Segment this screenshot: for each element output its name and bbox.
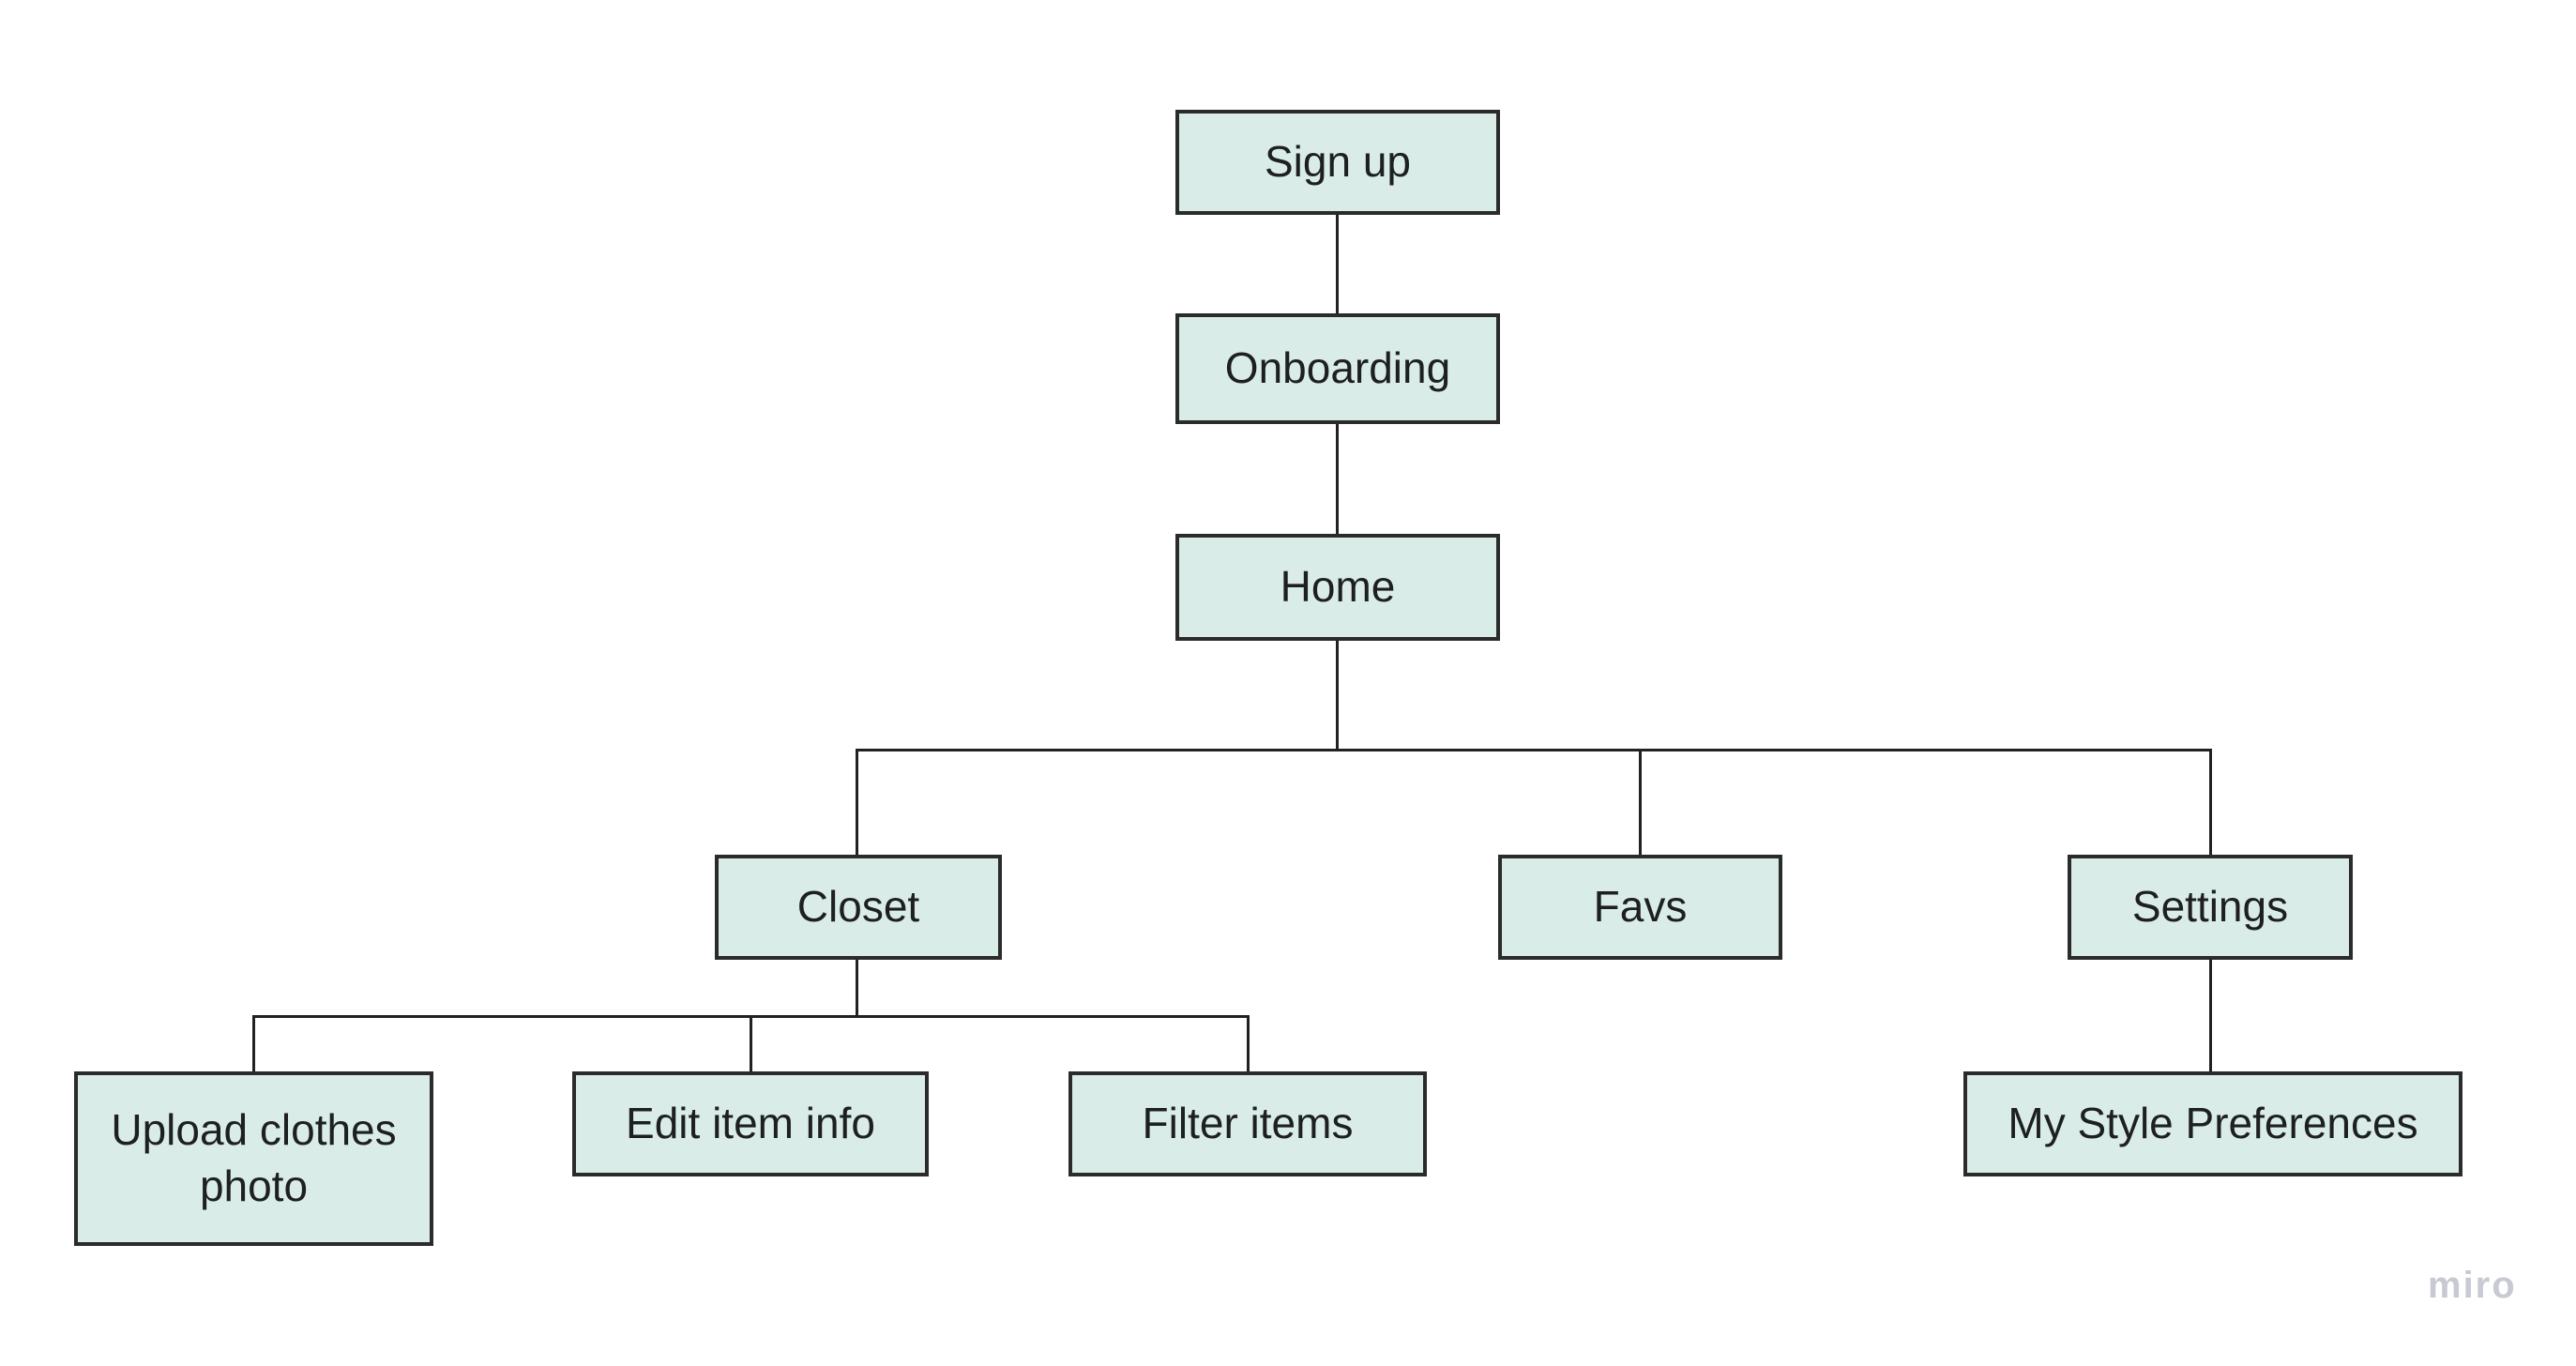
- node-upload-clothes-photo[interactable]: Upload clothes photo: [74, 1071, 433, 1246]
- node-closet-label: Closet: [796, 882, 920, 932]
- node-home-label: Home: [1280, 562, 1396, 612]
- connector-onboarding-home: [1336, 424, 1339, 534]
- node-filter-items-label: Filter items: [1142, 1099, 1354, 1148]
- node-home[interactable]: Home: [1175, 534, 1500, 641]
- connector-rail-edit-item: [750, 1015, 752, 1071]
- connector-rail-filter-items: [1247, 1015, 1250, 1071]
- miro-watermark: miro: [2428, 1265, 2517, 1306]
- connector-rail-favs: [1639, 749, 1642, 855]
- node-settings-label: Settings: [2131, 882, 2289, 932]
- node-favs[interactable]: Favs: [1498, 855, 1782, 960]
- connector-closet-trunk: [856, 960, 858, 1017]
- connector-rail-closet: [856, 749, 858, 855]
- node-my-style-preferences[interactable]: My Style Preferences: [1963, 1071, 2462, 1176]
- connector-home-trunk: [1336, 641, 1339, 751]
- node-my-style-preferences-label: My Style Preferences: [2008, 1099, 2418, 1148]
- connector-settings-style-prefs: [2209, 960, 2212, 1071]
- node-favs-label: Favs: [1593, 882, 1688, 932]
- connector-home-children-rail: [856, 749, 2212, 751]
- node-sign-up[interactable]: Sign up: [1175, 110, 1500, 215]
- node-onboarding[interactable]: Onboarding: [1175, 313, 1500, 424]
- node-closet[interactable]: Closet: [715, 855, 1002, 960]
- node-sign-up-label: Sign up: [1264, 137, 1411, 187]
- connector-signup-onboarding: [1336, 215, 1339, 313]
- connector-rail-settings: [2209, 749, 2212, 855]
- node-onboarding-label: Onboarding: [1224, 343, 1451, 393]
- connector-rail-upload: [252, 1015, 255, 1071]
- node-filter-items[interactable]: Filter items: [1068, 1071, 1427, 1176]
- node-edit-item-info[interactable]: Edit item info: [572, 1071, 929, 1176]
- node-settings[interactable]: Settings: [2068, 855, 2353, 960]
- node-upload-clothes-photo-label: Upload clothes photo: [111, 1105, 397, 1210]
- node-edit-item-info-label: Edit item info: [626, 1099, 875, 1148]
